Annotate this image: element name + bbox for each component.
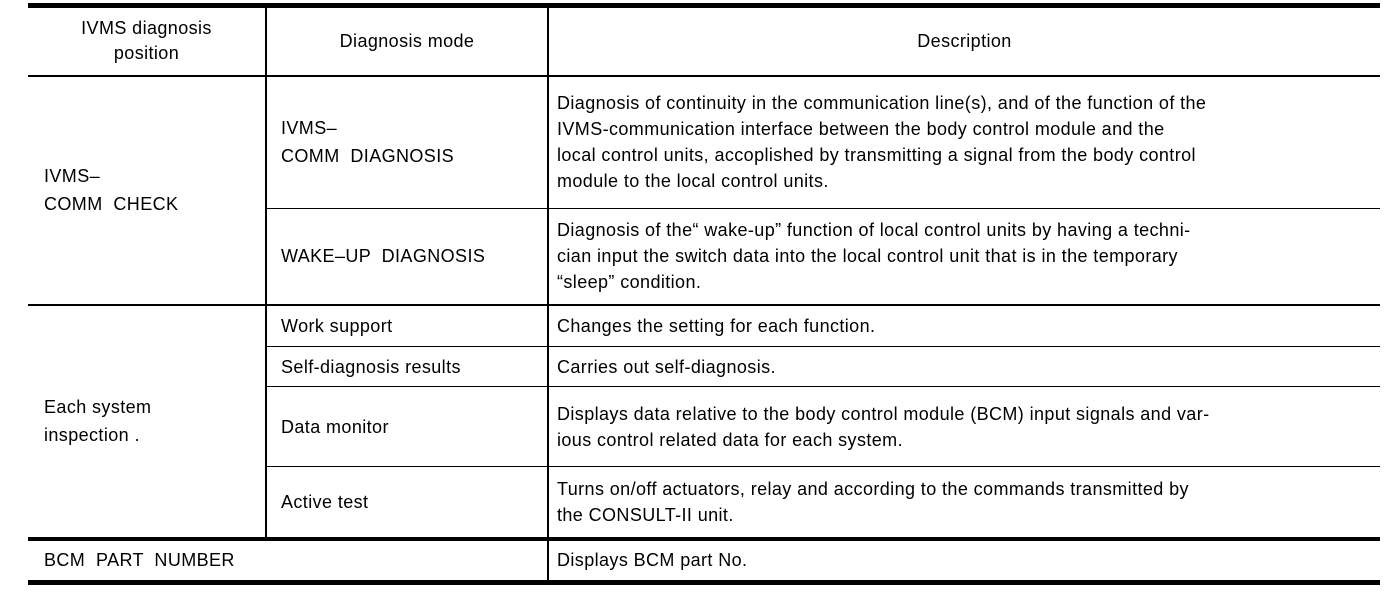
- cell-desc-active-test: Turns on/off actuators, relay and accord…: [547, 466, 1380, 539]
- cell-footer-bcm-part-number: BCM PART NUMBER: [28, 536, 549, 583]
- cell-position-ivms-comm-check: IVMS– COMM CHECK: [28, 75, 267, 305]
- cell-mode-active-test: Active test: [265, 466, 549, 539]
- cell-desc-ivms-comm-diagnosis: Diagnosis of continuity in the communica…: [547, 75, 1380, 209]
- table-row: WAKE–UP DIAGNOSIS Diagnosis of the“ wake…: [28, 208, 1380, 305]
- cell-desc-data-monitor: Displays data relative to the body contr…: [547, 386, 1380, 467]
- header-description: Description: [547, 5, 1380, 77]
- table-row: IVMS– COMM CHECK IVMS– COMM DIAGNOSIS Di…: [28, 75, 1380, 305]
- cell-mode-self-diagnosis-results: Self-diagnosis results: [265, 346, 549, 387]
- table-header-row: IVMS diagnosis position Diagnosis mode D…: [28, 5, 1380, 77]
- table-row: Data monitor Displays data relative to t…: [28, 386, 1380, 467]
- cell-desc-work-support: Changes the setting for each function.: [547, 303, 1380, 347]
- cell-mode-work-support: Work support: [265, 303, 549, 347]
- table-row: Self-diagnosis results Carries out self-…: [28, 346, 1380, 387]
- cell-position-each-system-inspection: Each system inspection .: [28, 303, 267, 539]
- cell-footer-bcm-description: Displays BCM part No.: [547, 536, 1380, 583]
- table-row: Each system inspection . Work support Ch…: [28, 303, 1380, 539]
- ivms-diagnosis-table: IVMS diagnosis position Diagnosis mode D…: [28, 3, 1380, 585]
- cell-mode-wake-up-diagnosis: WAKE–UP DIAGNOSIS: [265, 208, 549, 305]
- header-diagnosis-mode: Diagnosis mode: [265, 5, 549, 77]
- cell-mode-ivms-comm-diagnosis: IVMS– COMM DIAGNOSIS: [265, 75, 549, 209]
- table-row: BCM PART NUMBER Displays BCM part No.: [28, 536, 1380, 583]
- header-ivms-diagnosis-position: IVMS diagnosis position: [28, 5, 267, 77]
- cell-desc-wake-up-diagnosis: Diagnosis of the“ wake-up” function of l…: [547, 208, 1380, 305]
- table-row: Active test Turns on/off actuators, rela…: [28, 466, 1380, 539]
- cell-mode-data-monitor: Data monitor: [265, 386, 549, 467]
- cell-desc-self-diagnosis-results: Carries out self-diagnosis.: [547, 346, 1380, 387]
